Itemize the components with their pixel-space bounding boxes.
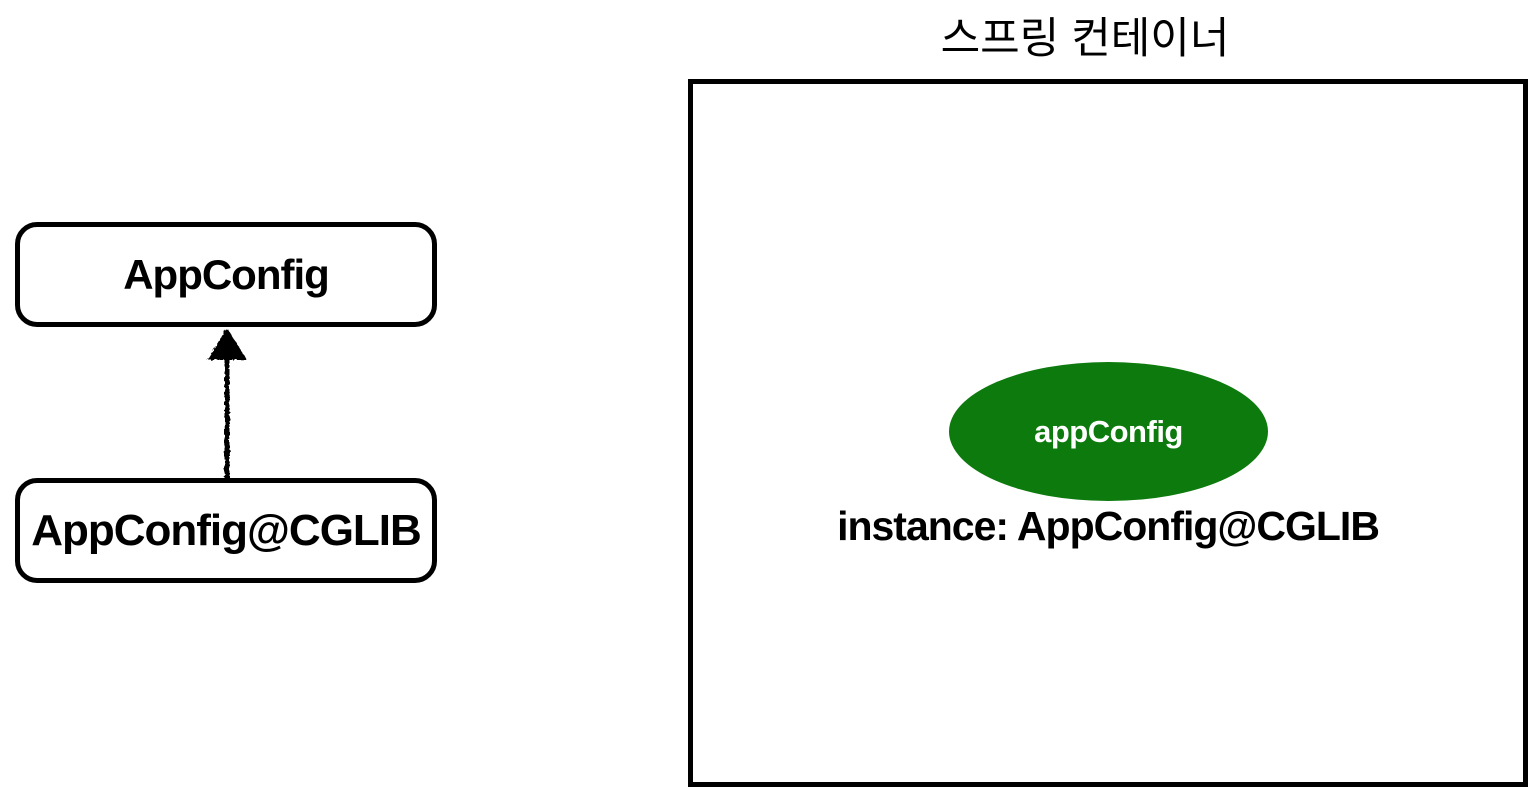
bean-name-label: appConfig bbox=[1034, 413, 1183, 449]
inheritance-arrow-up-icon bbox=[207, 328, 247, 479]
bean-instance-label: instance: AppConfig@CGLIB bbox=[837, 503, 1380, 549]
appconfig-cglib-class-box: AppConfig@CGLIB bbox=[15, 478, 437, 583]
spring-container-title: 스프링 컨테이너 bbox=[940, 15, 1230, 63]
appconfig-cglib-class-label: AppConfig@CGLIB bbox=[31, 505, 422, 555]
bean-ellipse: appConfig bbox=[949, 362, 1268, 501]
appconfig-class-label: AppConfig bbox=[123, 250, 330, 298]
appconfig-class-box: AppConfig bbox=[15, 222, 437, 327]
